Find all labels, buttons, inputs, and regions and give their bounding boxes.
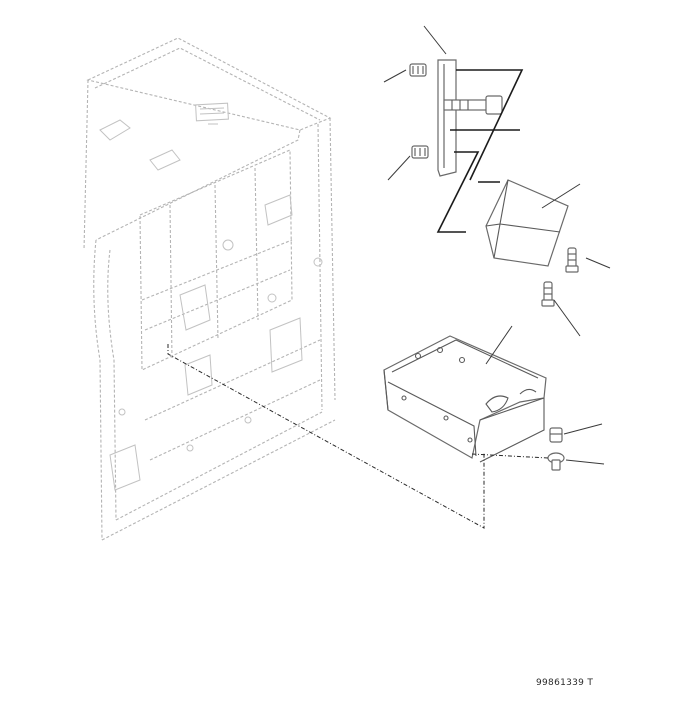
upper-bracket-assembly — [409, 59, 524, 233]
bolt-icon — [549, 427, 563, 443]
leader-lines — [383, 25, 611, 465]
long-bolt-icon — [443, 95, 503, 115]
washer-bolt-icon — [547, 452, 565, 471]
screw-icon — [541, 281, 555, 307]
screw-icon — [565, 247, 579, 273]
cover-plate — [485, 179, 569, 267]
assembly-path-lines — [167, 344, 549, 529]
tray-bracket — [383, 335, 547, 463]
bolt-icon — [411, 145, 429, 159]
bolt-icon — [409, 63, 427, 77]
cab-frame — [83, 37, 336, 541]
drawing-code-label: 99861339 T — [536, 678, 594, 688]
